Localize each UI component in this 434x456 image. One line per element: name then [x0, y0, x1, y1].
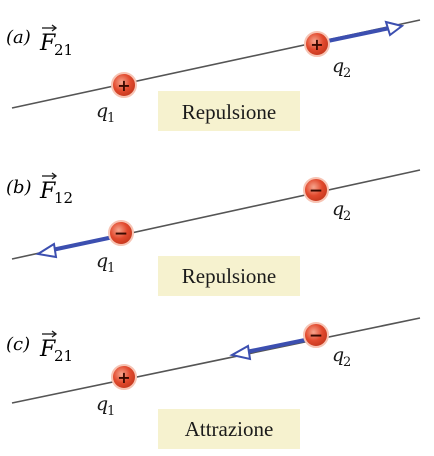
svg-text:1: 1 — [107, 261, 115, 276]
interaction-box-a — [158, 91, 300, 131]
interaction-box-b — [158, 256, 300, 296]
charge-sign-q2-c: − — [309, 326, 323, 346]
arrowhead-icon — [35, 242, 58, 259]
force-arrow-b — [35, 234, 119, 259]
arrowhead-icon — [229, 344, 252, 361]
force-subscript-b: 12 — [54, 189, 73, 207]
vector-arrow-icon — [51, 172, 58, 180]
label-q2-c: q 2 — [332, 344, 351, 370]
arrowhead-icon — [384, 20, 405, 37]
label-q2-a: q 2 — [332, 55, 351, 81]
panel-tag-b: (b) — [6, 177, 32, 198]
charge-q2-b: − — [303, 177, 329, 203]
charge-q1-a: + — [111, 72, 137, 98]
charge-sign-q1-a: + — [117, 76, 130, 95]
charge-q1-b: − — [108, 220, 134, 246]
charge-q2-a: + — [304, 31, 330, 57]
svg-text:q: q — [332, 198, 344, 220]
svg-text:q: q — [96, 100, 108, 122]
svg-text:1: 1 — [107, 111, 115, 126]
force-symbol-a: F — [39, 31, 56, 56]
svg-text:1: 1 — [107, 404, 115, 419]
panel-tag-a: (a) — [6, 27, 31, 48]
panel-b: (b) F 12 − − q 1 q 2 Repulsione — [6, 169, 421, 296]
vector-arrow-icon — [51, 330, 58, 338]
charge-sign-q1-b: − — [114, 224, 128, 244]
svg-text:q: q — [96, 393, 108, 415]
svg-text:q: q — [332, 344, 344, 366]
label-q1-b: q 1 — [96, 250, 115, 276]
svg-text:2: 2 — [343, 355, 351, 370]
charge-q2-c: − — [303, 322, 329, 348]
label-q1-a: q 1 — [96, 100, 115, 126]
interaction-label-a: Repulsione — [182, 100, 277, 124]
charge-q1-c: + — [111, 364, 137, 390]
panel-c: (c) F 21 + − q 1 q 2 Attrazione — [6, 317, 421, 449]
force-label-c: F 21 — [39, 330, 73, 365]
charge-sign-q2-a: + — [310, 35, 323, 54]
force-arrow-a — [317, 20, 405, 45]
svg-text:q: q — [96, 250, 108, 272]
interaction-label-b: Repulsione — [182, 264, 277, 288]
force-arrow-c — [229, 337, 311, 361]
force-label-a: F 21 — [39, 24, 73, 59]
svg-text:2: 2 — [343, 66, 351, 81]
charge-sign-q1-c: + — [117, 368, 130, 387]
svg-text:q: q — [332, 55, 344, 77]
force-subscript-c: 21 — [54, 347, 73, 365]
label-q2-b: q 2 — [332, 198, 351, 224]
charge-sign-q2-b: − — [309, 181, 323, 201]
interaction-label-c: Attrazione — [185, 417, 274, 441]
force-subscript-a: 21 — [54, 41, 73, 59]
axis-line-c — [11, 317, 421, 404]
svg-text:2: 2 — [343, 209, 351, 224]
label-q1-c: q 1 — [96, 393, 115, 419]
force-label-b: F 12 — [39, 172, 73, 207]
vector-arrow-icon — [51, 24, 58, 32]
force-symbol-c: F — [39, 337, 56, 362]
interaction-box-c — [158, 409, 300, 449]
panel-a: (a) F 21 + + q 1 q 2 Repulsione — [6, 19, 421, 131]
panel-tag-c: (c) — [6, 334, 30, 355]
force-symbol-b: F — [39, 179, 56, 204]
